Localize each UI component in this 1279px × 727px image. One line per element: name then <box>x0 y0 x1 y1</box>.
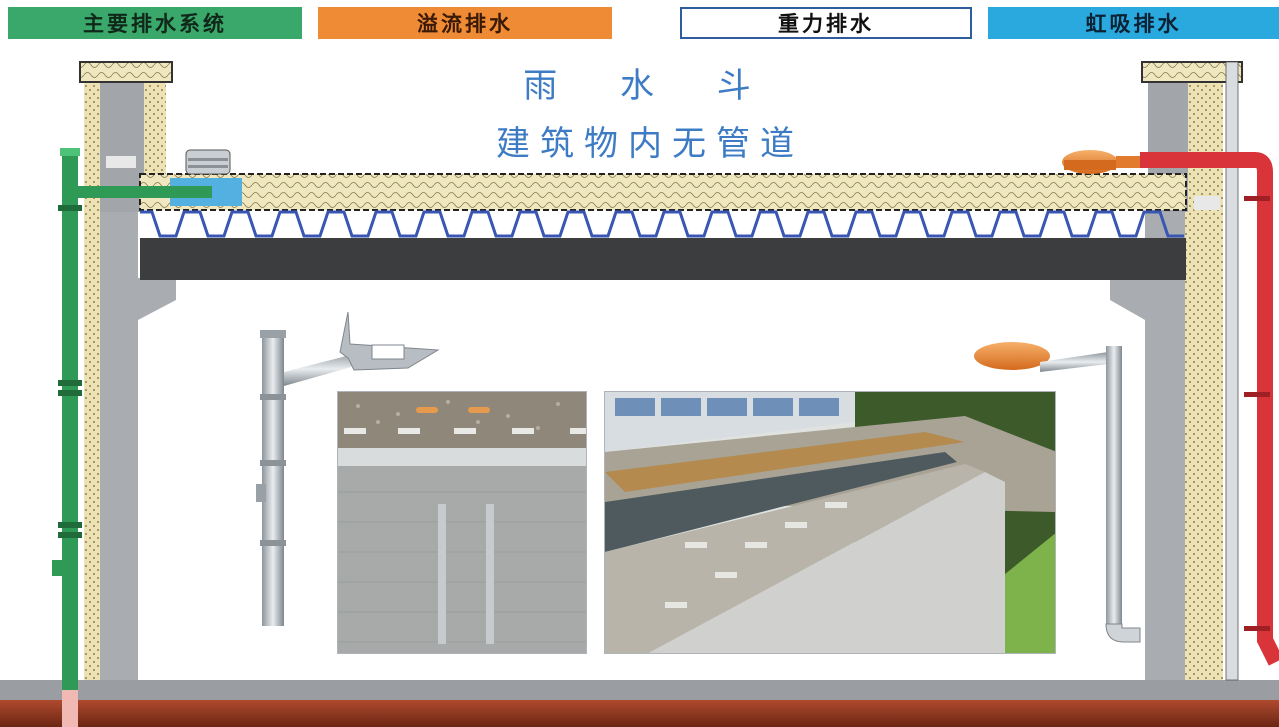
right-wall-column <box>1145 212 1185 680</box>
siphonic-outlet-icon <box>1062 150 1146 174</box>
right-wall-haunch <box>1110 278 1145 320</box>
legend-siphonic-drainage: 虹吸排水 <box>988 7 1279 39</box>
siphonic-downpipe-illustration <box>974 342 1141 643</box>
photo-wall-downpipes <box>337 391 587 654</box>
gravity-downpipe-illustration <box>256 311 440 626</box>
diagram-subtitle-no-internal-pipes: 建筑物内无管道 <box>496 124 804 164</box>
legend-gravity-drainage: 重力排水 <box>680 7 972 39</box>
floor-slab <box>0 680 1279 700</box>
roof-insulation <box>139 173 1187 211</box>
roof-metal-deck <box>140 210 1184 238</box>
main-drainage-pipe <box>52 148 212 727</box>
right-wall-outer-insulation <box>1185 80 1223 680</box>
left-wall-haunch <box>138 278 176 320</box>
legend-overflow-drainage: 溢流排水 <box>318 7 612 39</box>
photo-building-roof <box>604 391 1056 654</box>
left-wall-column <box>100 212 138 680</box>
ground <box>0 700 1279 727</box>
left-parapet-cap <box>79 61 173 83</box>
siphonic-drainage-pipe <box>1140 152 1279 666</box>
roof-beam <box>140 238 1186 280</box>
legend-main-drainage: 主要排水系统 <box>8 7 302 39</box>
right-parapet-cap <box>1141 61 1243 83</box>
left-wall-outer-insulation <box>84 80 100 680</box>
diagram-title-rain-outlet: 雨 水 斗 <box>523 66 777 106</box>
rain-outlet-icon <box>185 149 231 175</box>
